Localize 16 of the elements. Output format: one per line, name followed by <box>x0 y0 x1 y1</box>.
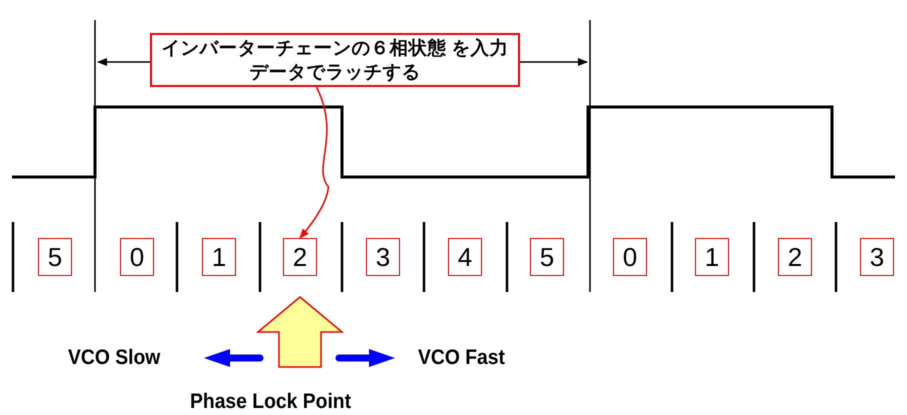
phase-number-box: 1 <box>695 238 729 276</box>
callout-box: インバーターチェーンの６相状態 を入力データでラッチする <box>150 33 520 87</box>
axis-label: VCO Slow <box>68 346 160 370</box>
phase-number-box: 1 <box>202 238 236 276</box>
axis-label: Phase Lock Point <box>190 390 352 414</box>
phase-number-box: 2 <box>283 238 317 276</box>
phase-number-box: 2 <box>778 238 812 276</box>
phase-number-box: 5 <box>530 238 564 276</box>
phase-number-box: 5 <box>38 238 72 276</box>
phase-number-box: 3 <box>366 238 400 276</box>
phase-number-box: 4 <box>448 238 482 276</box>
axis-label: VCO Fast <box>418 346 505 370</box>
phase-number-box: 0 <box>613 238 647 276</box>
leader-line <box>299 86 330 239</box>
phase-number-box: 3 <box>860 238 894 276</box>
phase-number-box: 0 <box>120 238 154 276</box>
